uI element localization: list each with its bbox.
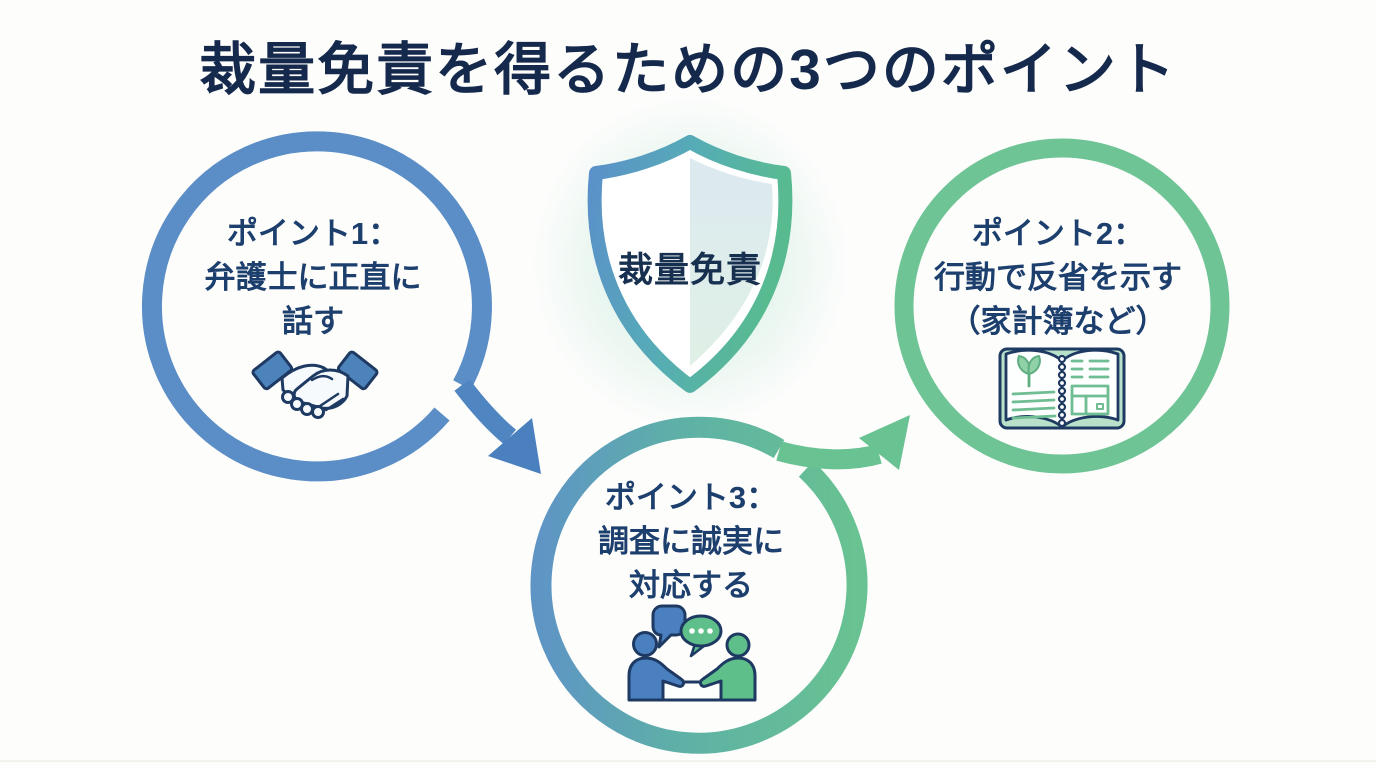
person-right-icon <box>698 632 757 702</box>
shield-right-half-tint <box>690 158 773 366</box>
point1-text-block: ポイント1： 弁護士に正直に 話す <box>163 212 463 344</box>
handshake-knuckles <box>281 390 325 419</box>
point2-ring <box>894 138 1230 474</box>
arrow-point3-to-point2 <box>776 415 910 470</box>
handshake-right-cuff <box>336 350 379 391</box>
conversation-icon <box>627 604 757 702</box>
point2-text-block: ポイント2： 行動で反省を示す （家計簿など） <box>908 212 1208 344</box>
page-title: 裁量免責を得るための3つのポイント <box>199 38 1177 102</box>
open-ledger-icon <box>998 347 1126 430</box>
point1-heading: ポイント1： <box>226 216 400 251</box>
sprout-icon <box>1017 355 1041 388</box>
ledger-table <box>1070 384 1110 416</box>
point3-ring <box>530 416 868 754</box>
point1-ring <box>141 131 492 482</box>
blue-arrow-shaft <box>454 379 517 445</box>
speech-bubble-green-icon <box>679 614 723 658</box>
handshake-icon <box>251 350 379 419</box>
ledger-right-page-dashes <box>1070 359 1110 379</box>
handshake-finger-lines <box>310 374 345 412</box>
point3-line2: 調査に誠実に <box>598 524 784 559</box>
green-arrowhead-icon <box>859 415 910 470</box>
point3-line3: 対応する <box>629 568 753 603</box>
arrow-point1-to-point3 <box>454 379 541 474</box>
handshake-left-cuff <box>251 350 294 391</box>
shield-icon <box>587 135 793 393</box>
point1-line2: 弁護士に正直に <box>204 260 422 295</box>
blue-arrowhead-icon <box>488 418 541 474</box>
ledger-spiral-binding <box>1057 354 1067 428</box>
person-left-icon <box>627 631 686 702</box>
point1-line3: 話す <box>282 304 344 339</box>
point3-heading: ポイント3： <box>604 480 778 515</box>
point2-heading: ポイント2： <box>971 216 1145 251</box>
ledger-left-page-lines <box>1011 390 1057 420</box>
green-arrow-shaft <box>776 441 882 470</box>
bottom-edge-line <box>0 760 1376 762</box>
speech-bubble-blue-icon <box>651 604 687 649</box>
point2-line3: （家計簿など） <box>949 304 1167 339</box>
point2-line2: 行動で反省を示す <box>934 260 1182 295</box>
shield-label: 裁量免責 <box>617 251 762 290</box>
point3-text-block: ポイント3： 調査に誠実に 対応する <box>541 476 841 608</box>
